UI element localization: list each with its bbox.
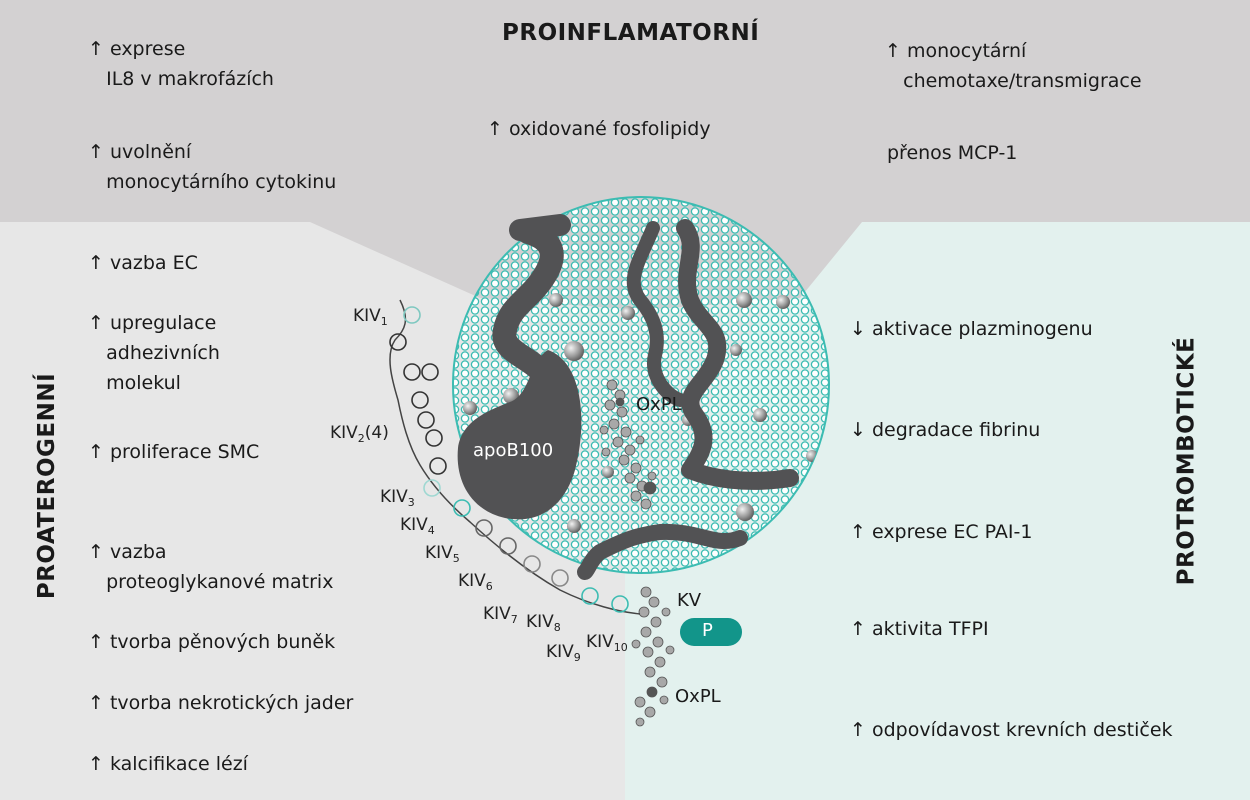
item-kalcifikace-lezi: ↑ kalcifikace lézí: [88, 753, 248, 775]
kringle-label: KIV9: [546, 642, 581, 664]
label-kv: KV: [677, 590, 702, 611]
item-uvolneni-cytokinu: ↑ uvolnění monocytárního cytokinu: [88, 141, 337, 193]
bg-top-region: [0, 0, 1250, 310]
item-vazba-ec: ↑ vazba EC: [88, 252, 198, 274]
kringle-label: KIV1: [353, 306, 388, 328]
item-monocytarni-chemotaxe: ↑ monocytární chemotaxe/transmigrace: [885, 40, 1142, 92]
item-aktivita-tfpi: ↑ aktivita TFPI: [850, 618, 989, 640]
item-odpovidavost-krevnich-desticek: ↑ odpovídavost krevních destiček: [850, 719, 1173, 741]
item-exprese-ec-pai1: ↑ exprese EC PAI-1: [850, 521, 1033, 543]
oxpl-cluster-outer: [631, 586, 675, 727]
title-protromboticke: PROTROMBOTICKÉ: [1173, 336, 1200, 586]
item-vazba-proteoglykanove-matrix: ↑ vazba proteoglykanové matrix: [88, 541, 334, 593]
oxpl-cluster-inner: [599, 379, 657, 510]
item-proliferace-smc: ↑ proliferace SMC: [88, 441, 260, 463]
label-oxpl-bottom: OxPL: [675, 686, 721, 707]
p-pill: [680, 618, 742, 646]
item-prenos-mcp1: přenos MCP-1: [887, 142, 1018, 164]
title-proaterogenni: PROATEROGENNÍ: [34, 372, 61, 600]
item-upregulace-adhezivnich-molekul: ↑ upregulace adhezivních molekul: [88, 312, 220, 394]
item-tvorba-penovych-bunek: ↑ tvorba pěnových buněk: [88, 631, 336, 653]
label-apob100: apoB100: [473, 440, 554, 461]
apob100-blob: [457, 350, 582, 520]
item-oxidovane-fosfolipidy: ↑ oxidované fosfolipidy: [487, 118, 711, 140]
kringle-label: KIV2(4): [330, 423, 389, 445]
kringle-label: KIV7: [483, 604, 518, 626]
kringle-label: KIV4: [400, 515, 435, 537]
kringle-label: KIV3: [380, 487, 415, 509]
item-degradace-fibrinu: ↓ degradace fibrinu: [850, 419, 1041, 441]
kringle-chain: [389, 299, 641, 615]
label-oxpl-top: OxPL: [636, 394, 682, 415]
kringle-label: KIV5: [425, 543, 460, 565]
title-proinflamatorni: PROINFLAMATORNÍ: [502, 20, 760, 46]
kringle-loops: [389, 306, 629, 613]
item-tvorba-nekrotickych-jader: ↑ tvorba nekrotických jader: [88, 692, 354, 714]
apob100-protein: [492, 214, 799, 580]
kringle-label: KIV8: [526, 612, 561, 634]
kringle-label: KIV6: [458, 571, 493, 593]
label-p: P: [702, 620, 713, 641]
item-exprese-il8: ↑ exprese IL8 v makrofázích: [88, 38, 274, 90]
kringle-label: KIV10: [586, 632, 628, 654]
item-aktivace-plazminogenu: ↓ aktivace plazminogenu: [850, 318, 1093, 340]
